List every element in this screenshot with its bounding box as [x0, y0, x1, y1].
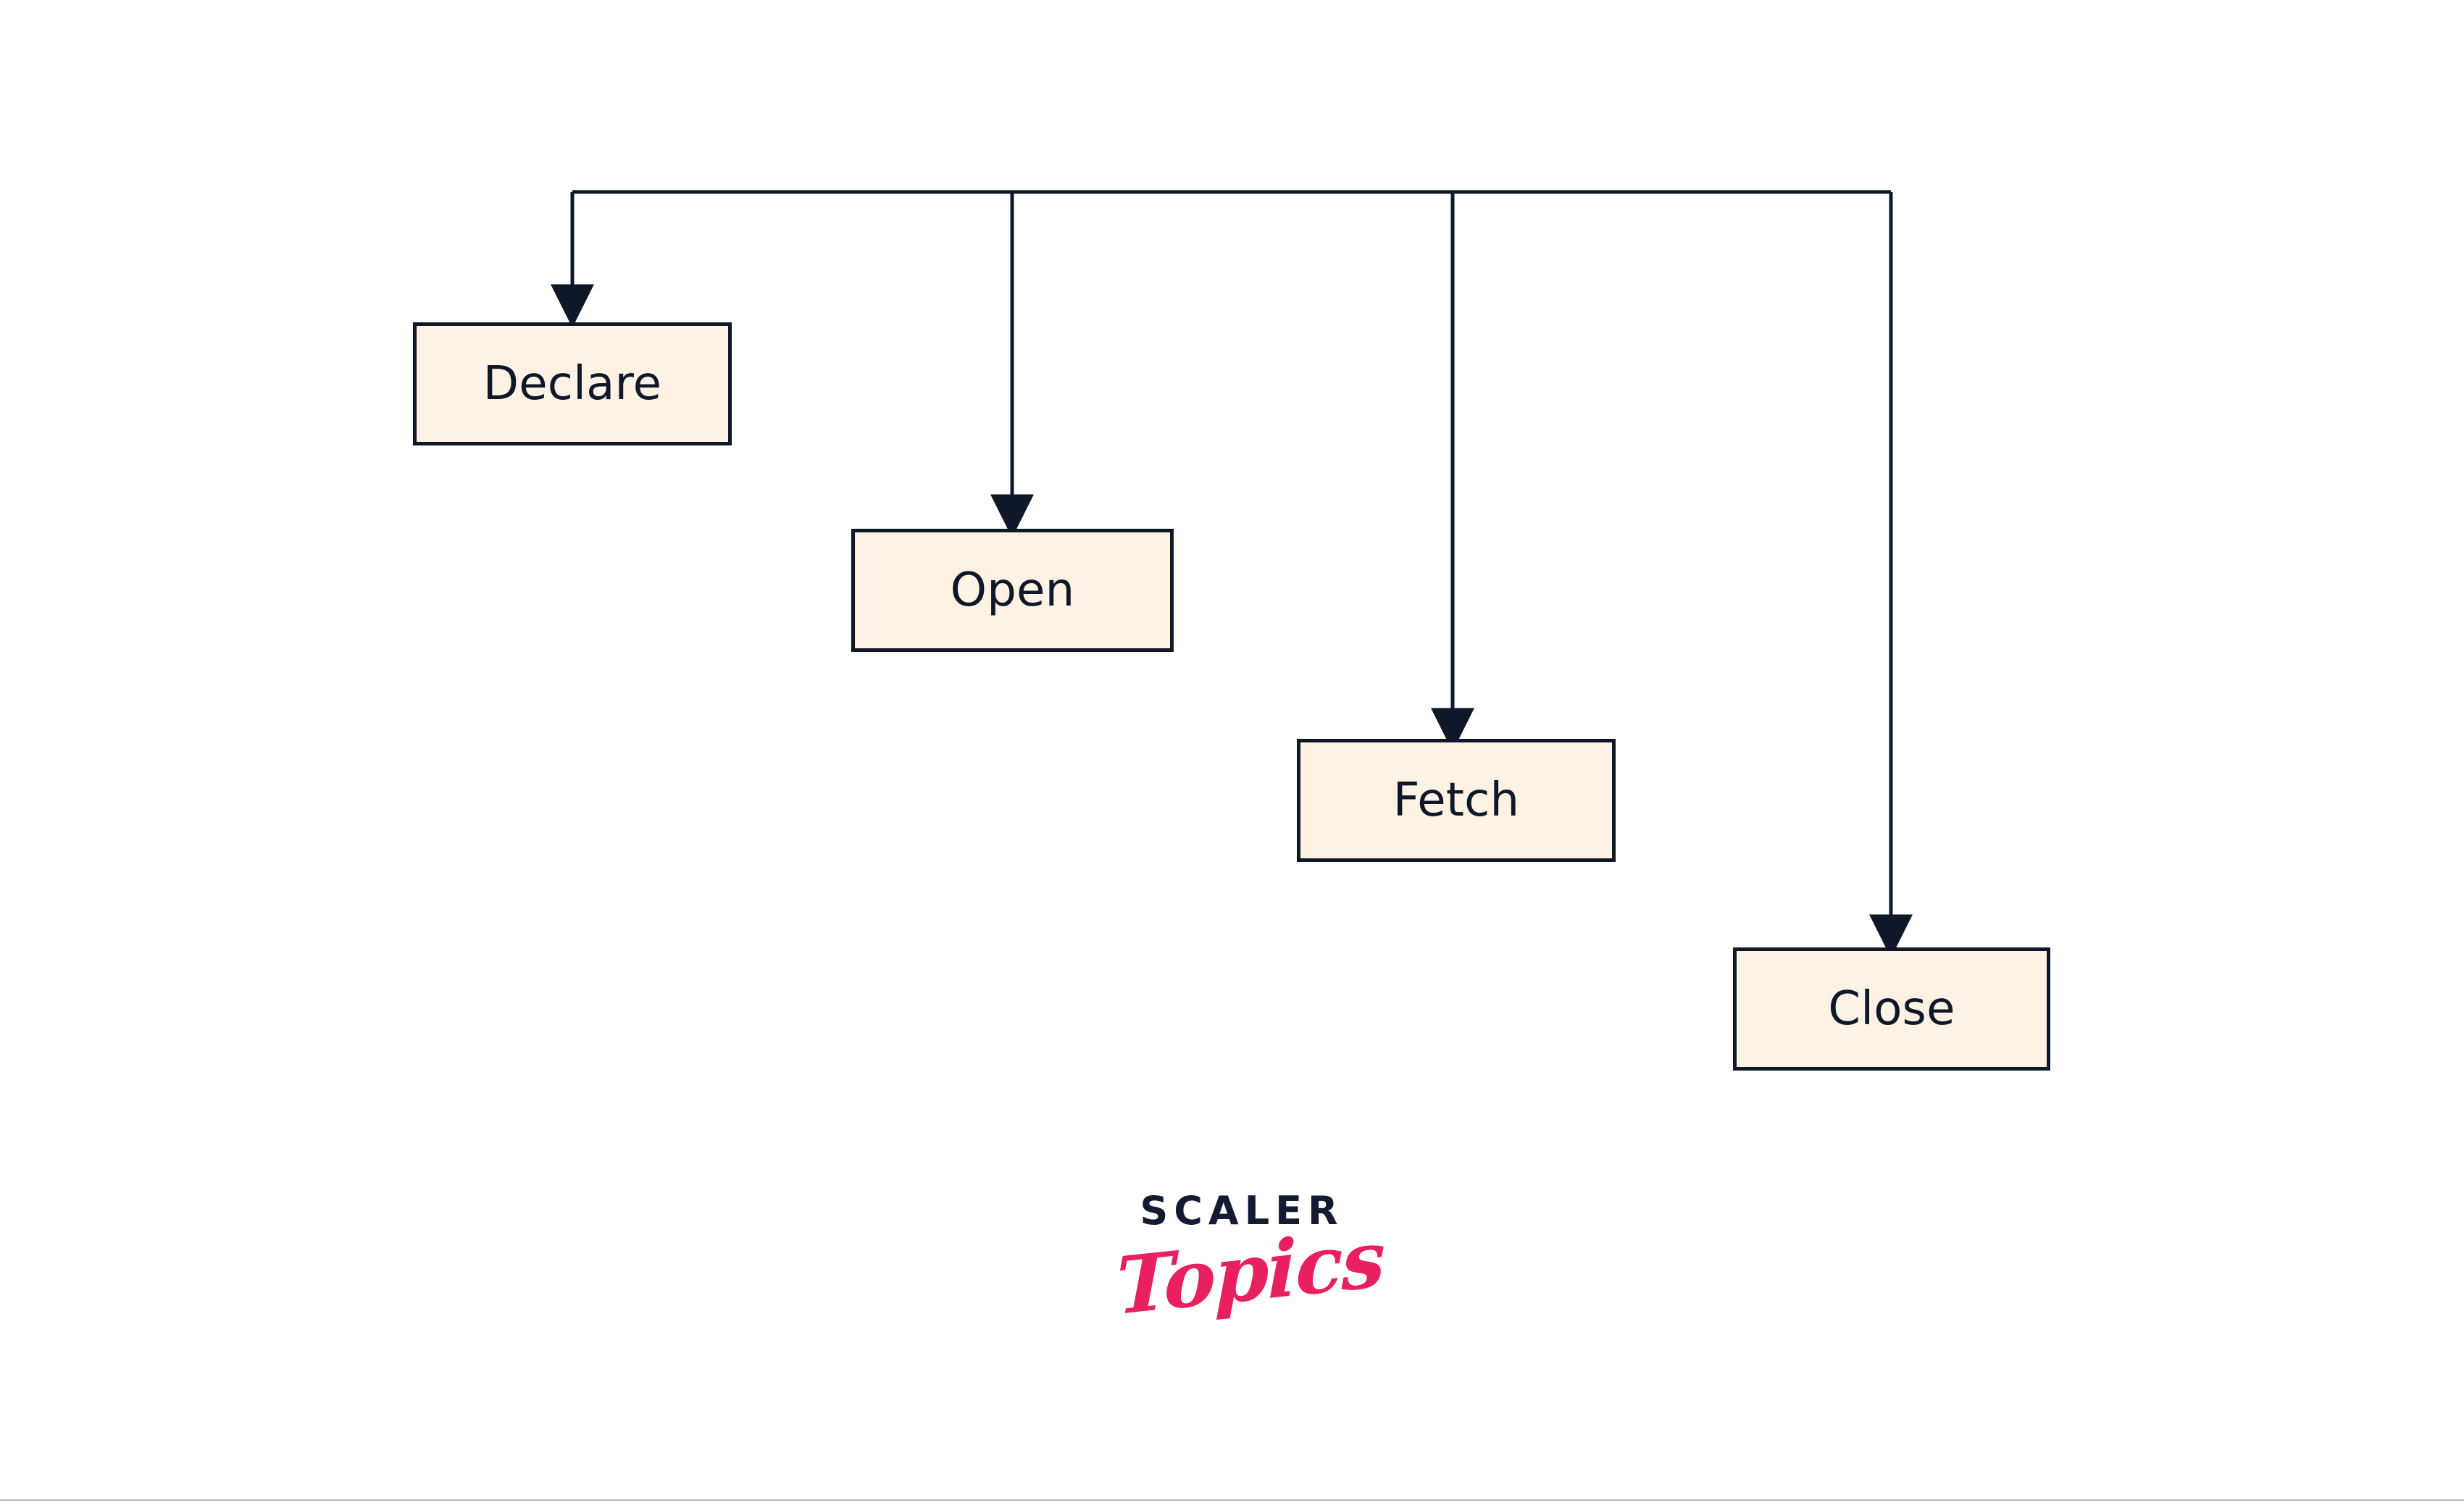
node-declare-label: Declare [483, 357, 662, 411]
connector-group [551, 190, 1913, 958]
node-open-label: Open [950, 564, 1075, 617]
bottom-divider [0, 1499, 2464, 1501]
node-close[interactable]: Close [1733, 947, 2050, 1071]
node-fetch-label: Fetch [1392, 774, 1520, 827]
node-close-label: Close [1828, 982, 1955, 1036]
node-open[interactable]: Open [851, 529, 1174, 652]
logo-product-text: Topics [1116, 1213, 1385, 1334]
node-declare[interactable]: Declare [413, 322, 732, 445]
scaler-topics-logo: SCALER Topics [1116, 1188, 1385, 1373]
logo-brand-text: SCALER [1140, 1188, 1344, 1234]
node-fetch[interactable]: Fetch [1297, 739, 1616, 862]
